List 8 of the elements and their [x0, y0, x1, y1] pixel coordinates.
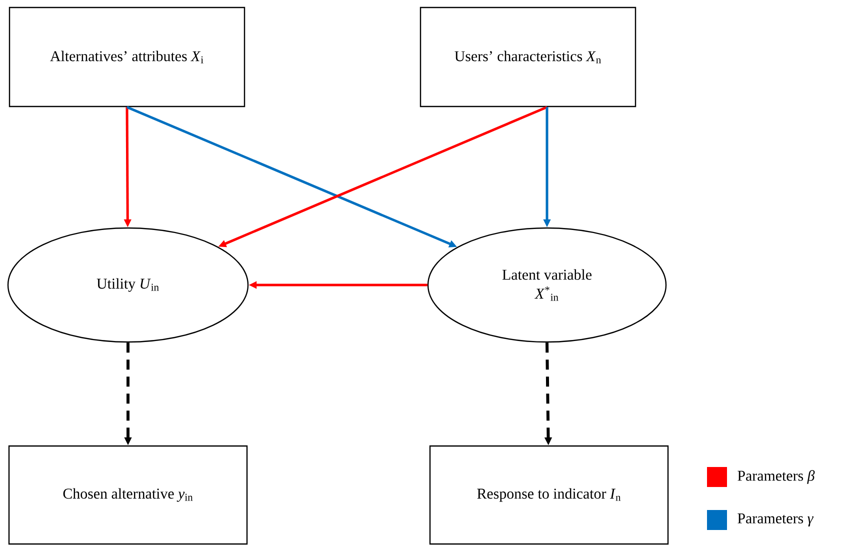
text-box: Users’ characteristics X$_{n}$	[420, 6, 636, 108]
ellipse-node: Utility U$_{in}$	[7, 227, 249, 343]
text-box: Chosen alternative y$_{in}$	[8, 445, 248, 545]
text-box: Response to indicator I$_{n}$	[429, 445, 669, 545]
legend-label: Parameters γ	[738, 514, 814, 526]
legend-label: Parameters β	[738, 470, 815, 484]
ellipse-node: Latent variable X$^{*}$in	[427, 227, 667, 343]
text-box: Alternatives’ attributes X$_{i}$	[8, 6, 246, 108]
